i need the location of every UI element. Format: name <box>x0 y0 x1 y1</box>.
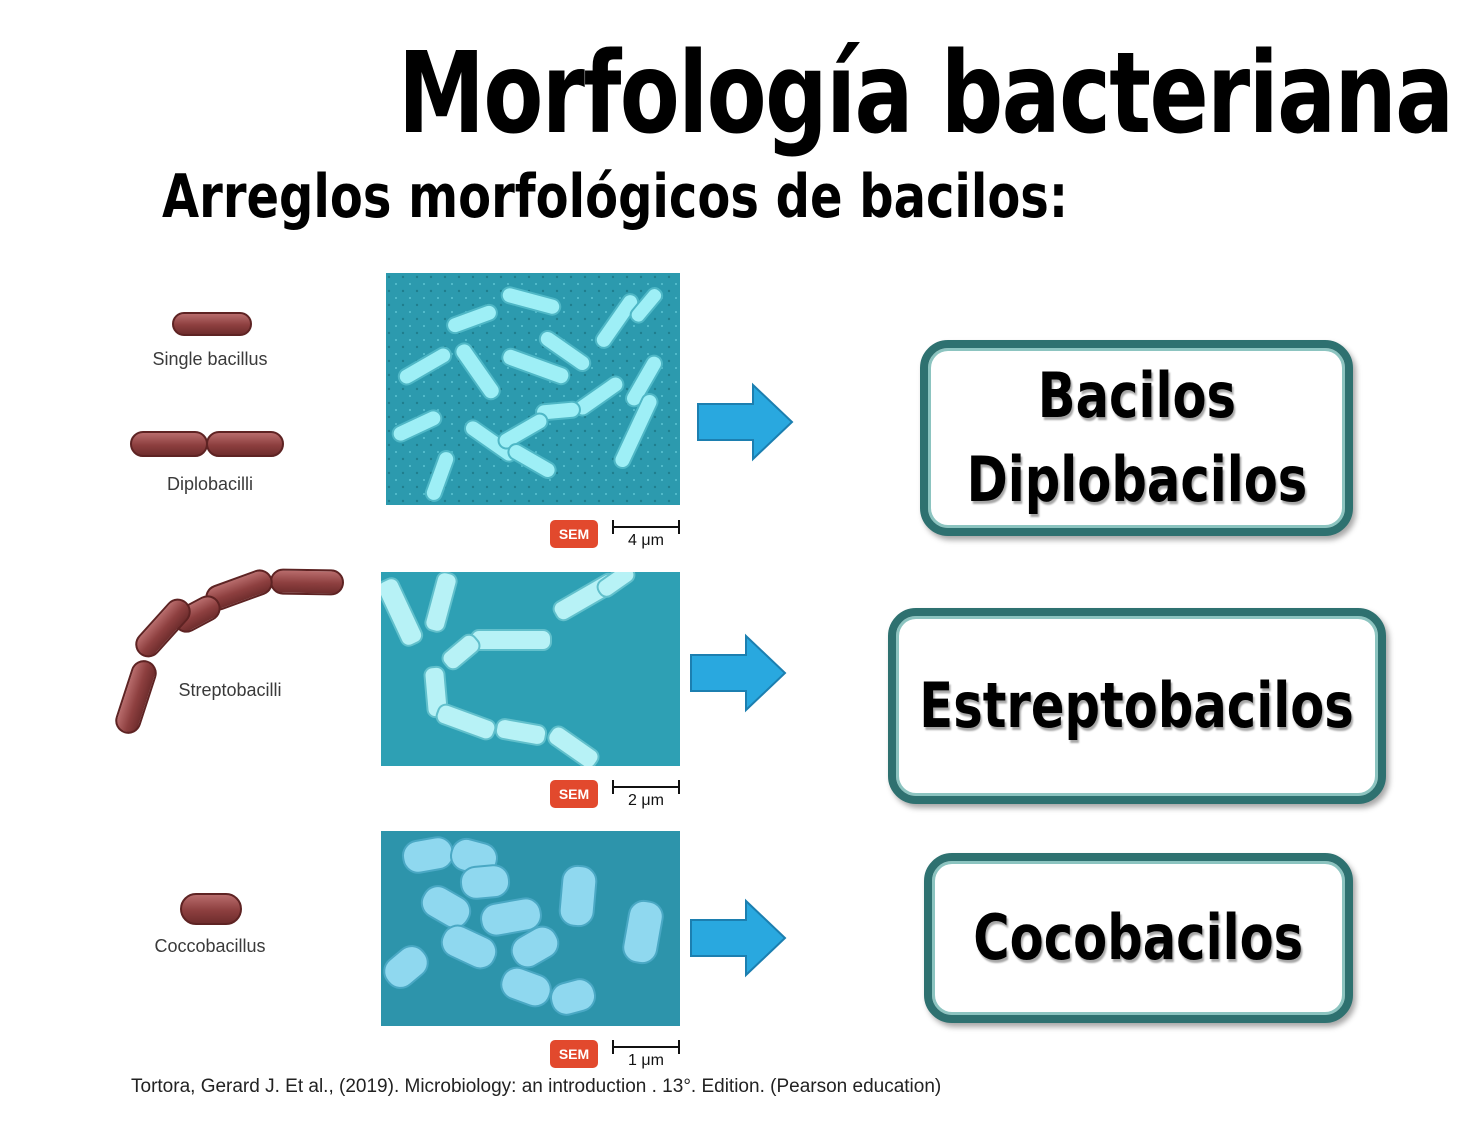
scale-bar-label: 4 μm <box>628 532 664 549</box>
box-line-bacilos: Bacilos <box>1037 359 1236 433</box>
scale-bar-label: 1 μm <box>628 1052 664 1069</box>
label-coccobacillus: Coccobacillus <box>154 936 266 956</box>
category-box-bacilos-diplobacilos: Bacilos Diplobacilos <box>920 340 1353 536</box>
sem-badge: SEM <box>550 1040 598 1068</box>
page-subtitle: Arreglos morfológicos de bacilos: <box>162 162 1069 232</box>
label-single-bacillus: Single bacillus <box>152 349 268 369</box>
sem-micrograph-streptobacilli <box>381 572 680 766</box>
sem-badge: SEM <box>550 520 598 548</box>
scale-bar: 2 μm <box>612 778 680 809</box>
label-streptobacilli: Streptobacilli <box>178 680 282 700</box>
label-diplobacilli: Diplobacilli <box>166 474 254 494</box>
arrow-right-icon <box>690 633 787 713</box>
box-line-estreptobacilos: Estreptobacilos <box>919 669 1355 743</box>
arrow-right-icon <box>697 382 794 462</box>
arrow-right-icon <box>690 898 787 978</box>
scale-bar: 1 μm <box>612 1038 680 1069</box>
page-title: Morfología bacteriana <box>398 29 1454 159</box>
sem-micrograph-bacilli <box>386 273 680 505</box>
box-line-cocobacilos: Cocobacilos <box>973 901 1304 975</box>
sem-badge: SEM <box>550 780 598 808</box>
box-line-diplobacilos: Diplobacilos <box>966 443 1307 516</box>
citation: Tortora, Gerard J. Et al., (2019). Micro… <box>131 1076 942 1097</box>
scale-bar: 4 μm <box>612 518 680 549</box>
category-box-estreptobacilos: Estreptobacilos <box>888 608 1386 804</box>
scale-bar-label: 2 μm <box>628 792 664 809</box>
sem-micrograph-coccobacilli <box>381 831 680 1026</box>
category-box-cocobacilos: Cocobacilos <box>924 853 1353 1023</box>
